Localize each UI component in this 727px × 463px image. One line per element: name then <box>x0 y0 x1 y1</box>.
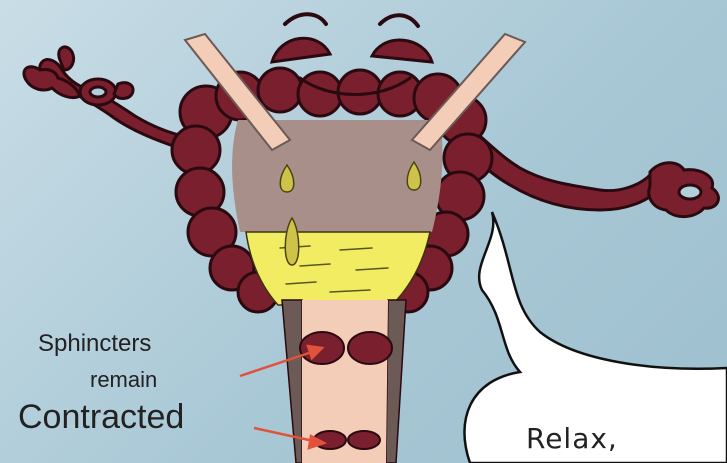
right-hand <box>649 163 719 217</box>
left-arm <box>40 60 192 150</box>
internal-sphincter-right <box>348 332 392 364</box>
stool-mass <box>246 232 430 305</box>
sphincters-label: Sphincters <box>38 330 151 358</box>
speech-bubble-text: Relax, <box>526 422 618 455</box>
contracted-label: Contracted <box>18 398 184 437</box>
external-sphincter-right <box>348 431 380 449</box>
remain-label: remain <box>90 367 157 393</box>
left-hand <box>24 47 133 105</box>
eyes <box>272 14 432 62</box>
